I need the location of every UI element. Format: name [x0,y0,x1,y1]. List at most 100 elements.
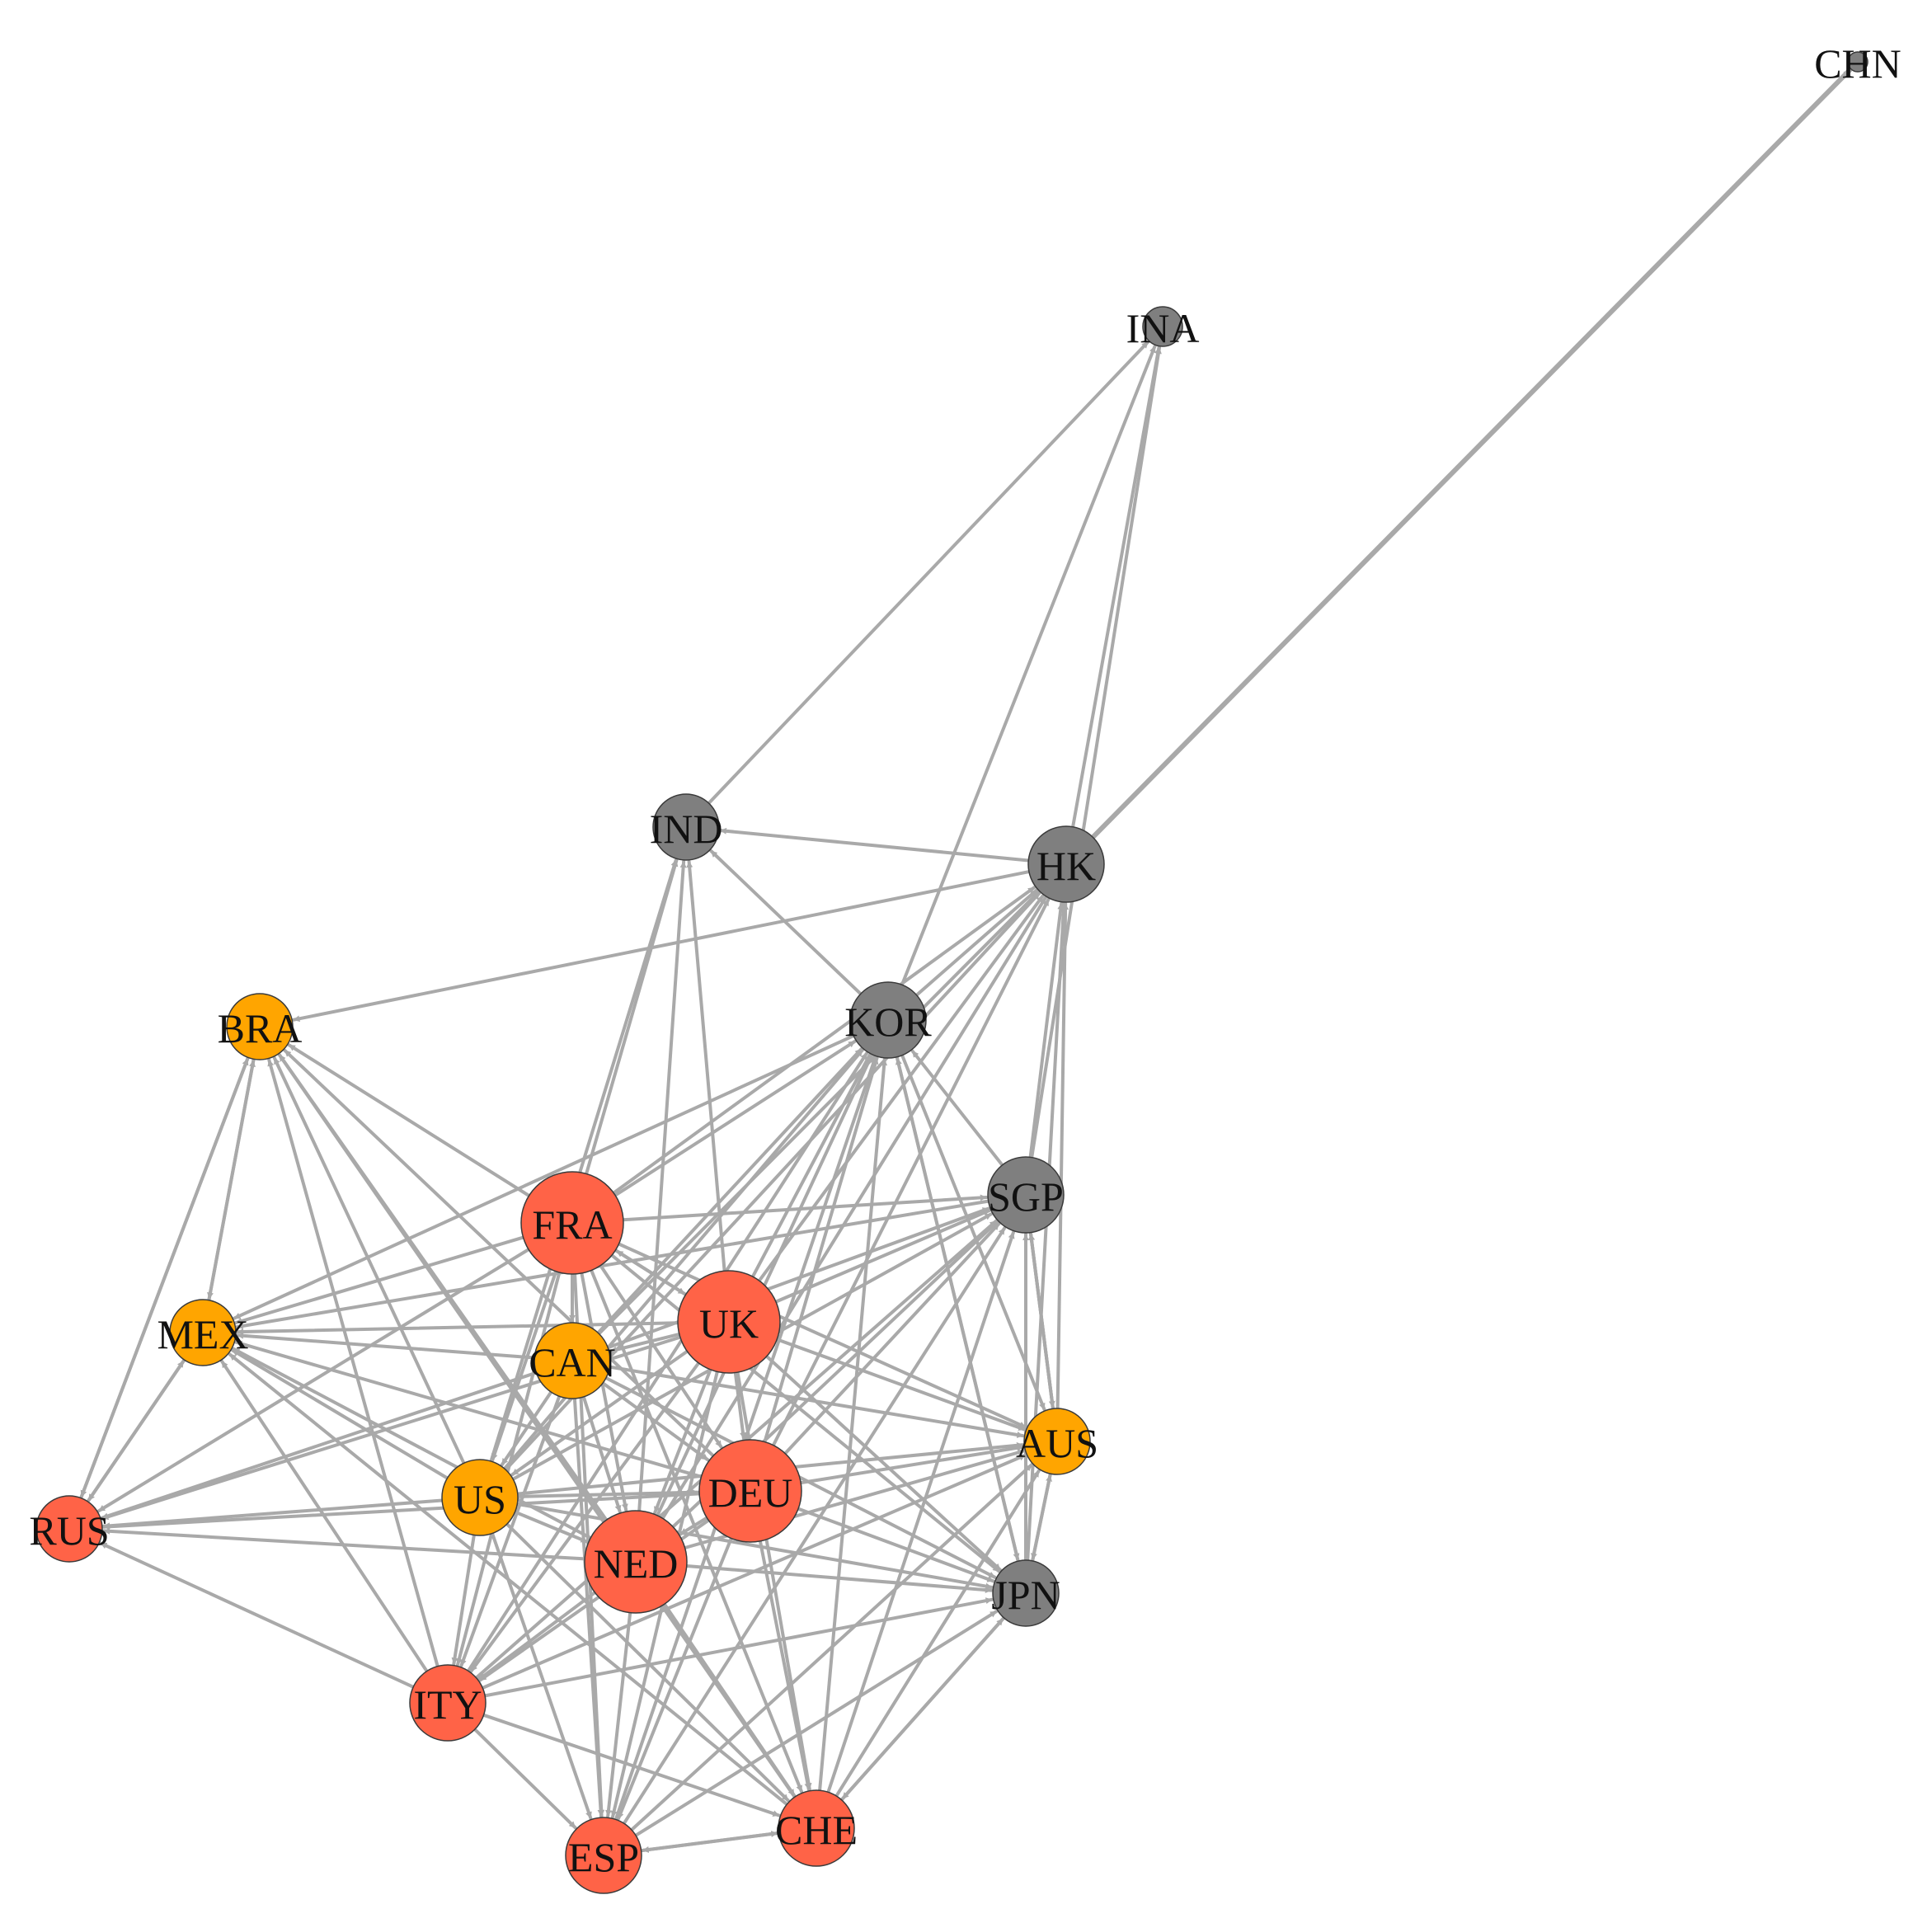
node-che: CHE [775,1789,858,1867]
node-circle-ned [584,1510,688,1614]
edge-ity-to-che [482,1713,781,1817]
node-label-jpn: JPN [991,1572,1060,1618]
edge-ned-to-hk [660,896,1047,1521]
node-ind: IND [650,793,723,861]
edge-che-to-kor [818,1057,888,1793]
edge-kor-to-hk [914,888,1038,997]
edge-ind-to-ina [707,340,1150,805]
edge-fra-to-hk [612,886,1037,1195]
edge-can-to-jpn [604,1376,997,1579]
edge-kor-to-jpn [895,1055,1020,1562]
edge-hk-to-ina [1071,346,1162,829]
edge-can-to-deu [601,1381,710,1462]
edge-deu-to-mex [234,1340,703,1479]
node-label-kor: KOR [844,999,932,1045]
node-circle-aus [1023,1408,1091,1475]
node-label-can: CAN [529,1339,616,1385]
node-label-sgp: SGP [988,1173,1064,1220]
edge-can-to-aus [608,1365,1025,1438]
edge-sgp-to-ina [1030,346,1162,1159]
edge-uk-to-can [609,1332,681,1353]
edge-esp-to-aus [630,1463,1033,1831]
node-label-bra: BRA [218,1005,303,1051]
edge-mex-to-bra [207,1059,256,1302]
node-label-deu: DEU [708,1469,793,1516]
edge-rus-to-mex [86,1359,186,1503]
node-rus: RUS [29,1495,110,1563]
edge-uk-to-deu [733,1371,746,1441]
edge-aus-to-hk [1055,902,1069,1410]
edge-fra-to-kor [613,1039,857,1197]
node-chn: CHN [1814,40,1901,87]
edge-che-to-bra [278,1053,797,1799]
edge-deu-to-aus [799,1444,1025,1485]
node-mex: MEX [157,1299,249,1366]
edges-layer [79,68,1853,1853]
node-circle-can [534,1322,611,1399]
node-circle-mex [169,1299,237,1366]
edge-che-to-aus [834,1469,1041,1798]
edge-ity-to-rus [99,1541,416,1689]
edge-can-to-esp [572,1396,604,1818]
edge-uk-to-ind [686,859,726,1273]
edge-us-to-kor [502,1048,864,1470]
node-label-ind: IND [650,806,723,852]
node-circle-hk [1027,825,1105,903]
edge-deu-to-kor [763,1056,879,1444]
edge-can-to-rus [100,1371,538,1520]
edge-deu-to-rus [101,1492,702,1530]
node-label-che: CHE [775,1807,858,1853]
edge-sgp-to-mex [235,1199,990,1329]
edge-deu-to-bra [283,1048,715,1458]
edge-uk-to-kor [750,1053,872,1279]
node-circle-fra [520,1171,624,1275]
node-aus: AUS [1016,1408,1098,1475]
edge-ity-to-kor [466,1051,868,1673]
edge-ned-to-jpn [684,1564,994,1594]
node-kor: KOR [844,981,932,1059]
node-label-mex: MEX [157,1311,248,1357]
edge-can-to-hk [597,891,1041,1336]
edge-can-to-mex [235,1332,537,1360]
edge-us-to-esp [491,1531,593,1820]
edge-fra-to-aus [617,1242,1027,1429]
edge-can-to-us [500,1390,553,1467]
edge-us-to-mex [231,1348,449,1480]
edge-deu-to-ned [679,1516,709,1536]
edge-jpn-to-che [840,1615,1006,1801]
node-uk: UK [677,1270,781,1374]
edge-sgp-to-kor [910,1049,1004,1167]
edge-ity-to-bra [267,1058,440,1668]
edge-ned-to-rus [101,1527,587,1561]
edge-ity-to-mex [220,1360,429,1673]
node-label-ity: ITY [413,1681,482,1728]
edge-jpn-to-aus [1031,1474,1052,1563]
edge-us-to-ity [451,1533,476,1666]
node-label-ned: NED [594,1540,679,1587]
node-circle-deu [698,1439,802,1543]
node-label-esp: ESP [568,1834,639,1880]
node-deu: DEU [698,1439,802,1543]
edge-uk-to-sgp [774,1208,991,1304]
edge-che-to-esp [641,1831,781,1853]
node-circle-ina [1142,306,1183,347]
node-ned: NED [584,1510,688,1614]
edge-uk-to-jpn [764,1354,1002,1572]
edge-fra-to-bra [287,1043,531,1197]
edge-che-to-sgp [826,1230,1015,1794]
edge-can-to-kor [596,1047,863,1335]
edge-ity-to-aus [481,1453,1027,1690]
edge-ned-to-che [662,1602,797,1798]
edge-deu-to-che [758,1539,811,1791]
node-circle-us [441,1459,519,1536]
node-circle-kor [849,981,927,1059]
node-us: US [441,1459,519,1536]
edge-us-to-ned [513,1510,589,1544]
edge-kor-to-ina [900,345,1157,987]
node-sgp: SGP [987,1156,1065,1234]
edge-deu-to-sgp [783,1222,1001,1455]
node-circle-sgp [987,1156,1065,1234]
edge-hk-to-chn [1090,68,1853,840]
node-label-aus: AUS [1016,1420,1098,1466]
